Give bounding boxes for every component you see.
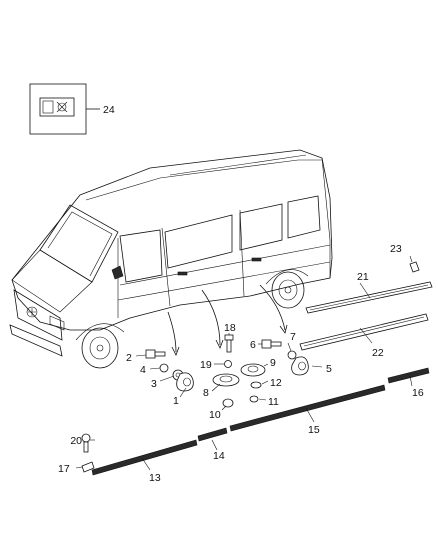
callout-18: 18	[224, 322, 236, 334]
callout-11: 11	[268, 396, 279, 408]
inset-box-24	[29, 83, 100, 135]
callout-24: 24	[103, 104, 115, 116]
callout-23: 23	[390, 243, 402, 255]
callout-16: 16	[412, 387, 424, 399]
callout-22: 22	[372, 347, 384, 359]
callout-2: 2	[126, 352, 132, 364]
callout-13: 13	[149, 472, 161, 484]
callout-10: 10	[209, 409, 221, 421]
molding-strips	[91, 281, 433, 476]
emblem-icon	[39, 97, 75, 117]
leader-arrows	[167, 284, 288, 356]
callout-6: 6	[250, 339, 256, 351]
leader-lines	[75, 255, 413, 471]
callout-19: 19	[200, 359, 212, 371]
callout-3: 3	[151, 378, 157, 390]
callout-8: 8	[203, 387, 209, 399]
callout-20: 20	[70, 435, 82, 447]
callout-14: 14	[213, 450, 225, 462]
callout-21: 21	[357, 271, 369, 283]
callout-15: 15	[308, 424, 320, 436]
callout-9: 9	[270, 357, 276, 369]
callout-1: 1	[173, 395, 179, 407]
callout-5: 5	[326, 363, 332, 375]
van-illustration	[9, 149, 333, 369]
callout-4: 4	[140, 364, 146, 376]
callout-17: 17	[58, 463, 70, 475]
callout-7: 7	[290, 331, 296, 343]
callouts: 24 1 2 3 4 5 6 7 8 9 10 11 12 13 14 15 1…	[58, 104, 424, 484]
callout-12: 12	[270, 377, 282, 389]
hardware-parts	[81, 261, 420, 473]
